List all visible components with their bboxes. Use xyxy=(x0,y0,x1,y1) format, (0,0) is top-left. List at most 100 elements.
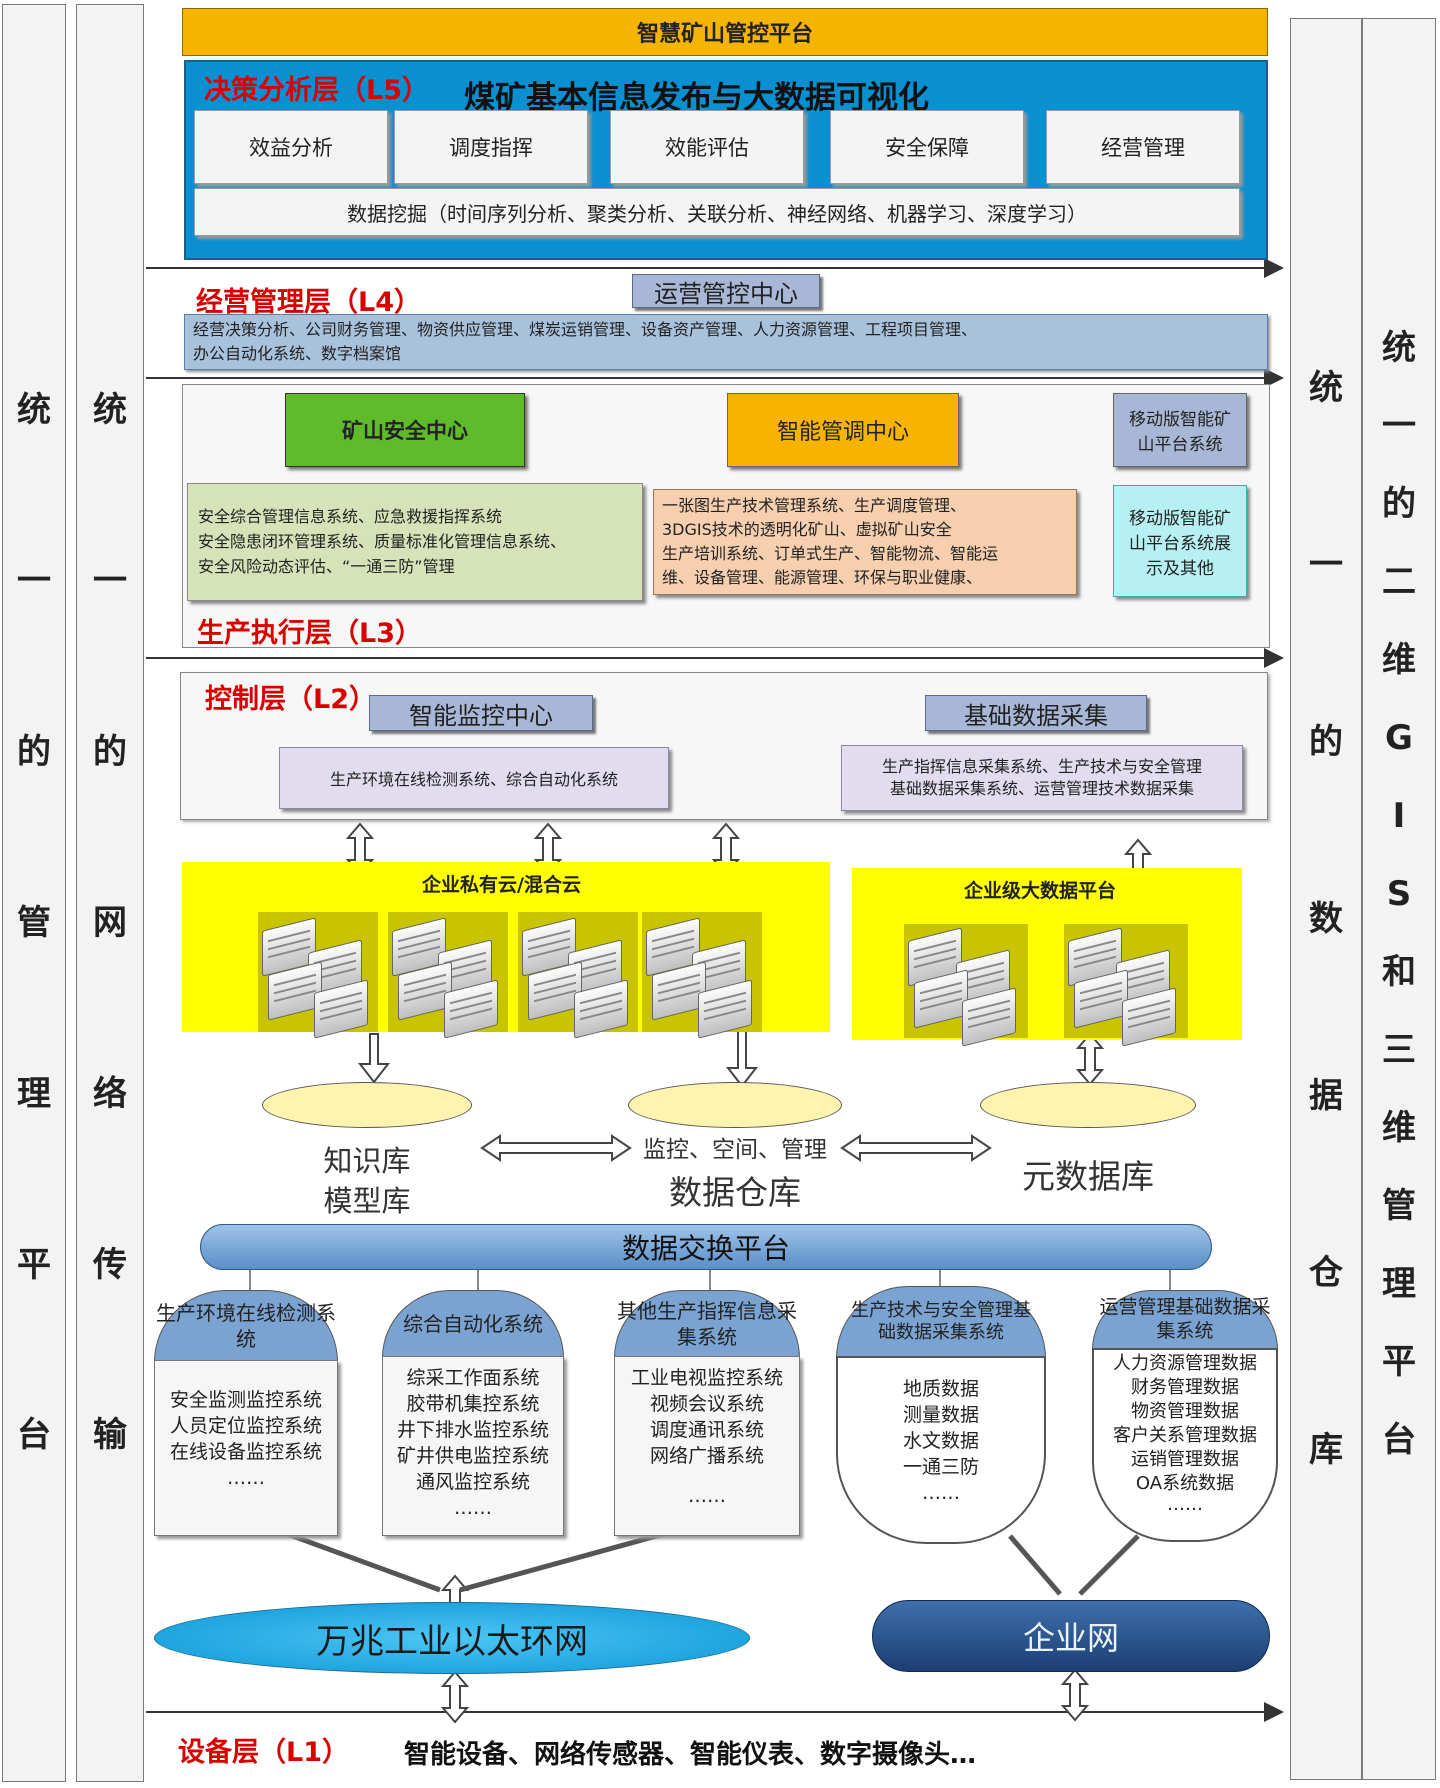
data-exchange-label: 数据交换平台 xyxy=(621,1232,790,1265)
knowledge-db: 知识库 模型库 xyxy=(262,1082,472,1220)
layer-l5-label: 决策分析层（L5） xyxy=(204,75,429,106)
data-exchange-pipe: 数据交换平台 xyxy=(200,1224,1212,1270)
vchar: 二 xyxy=(1382,562,1416,602)
base-data-collect: 基础数据采集 xyxy=(925,695,1147,731)
layer-l3-panel: 矿山安全中心 智能管调中心 移动版智能矿山平台系统 安全综合管理信息系统、应急救… xyxy=(182,384,1270,649)
vchar: 理 xyxy=(1382,1264,1416,1304)
vchar: 平 xyxy=(17,1244,51,1285)
subsystem-env-monitor: 生产环境在线检测系统 安全监测监控系统 人员定位监控系统 在线设备监控系统 …… xyxy=(154,1290,338,1536)
layer-l2-label: 控制层（L2） xyxy=(205,684,376,715)
vchar: 台 xyxy=(1382,1420,1416,1460)
warehouse-label: 数据仓库 xyxy=(669,1173,801,1212)
vchar: 一 xyxy=(1382,406,1416,446)
vchar: 管 xyxy=(1382,1186,1416,1226)
vchar: 数 xyxy=(1309,898,1343,939)
subsystem-title: 生产技术与安全管理基础数据采集系统 xyxy=(836,1286,1046,1358)
dispatch-systems: 一张图生产技术管理系统、生产调度管理、 3DGIS技术的透明化矿山、虚拟矿山安全… xyxy=(653,489,1077,595)
vchar: 据 xyxy=(1309,1076,1343,1117)
server-cluster-icon xyxy=(388,912,508,1039)
metadata-label: 元数据库 xyxy=(1022,1157,1154,1196)
vchar: 的 xyxy=(17,732,51,773)
safety-center: 矿山安全中心 xyxy=(285,393,525,467)
dispatch-center: 智能管调中心 xyxy=(727,393,959,467)
subsystem-title: 综合自动化系统 xyxy=(382,1290,564,1358)
right-column-gis-platform: 统 一 的 二 维 G I S 和 三 维 管 理 平 台 xyxy=(1362,18,1436,1780)
vchar: 络 xyxy=(93,1073,127,1114)
server-cluster-icon xyxy=(518,912,638,1039)
layer-l5-panel: 决策分析层（L5） 煤矿基本信息发布与大数据可视化 效益分析 调度指挥 效能评估… xyxy=(184,60,1268,260)
vchar: 管 xyxy=(17,902,51,943)
vchar: 的 xyxy=(1382,484,1416,524)
l1-devices: 智能设备、网络传感器、智能仪表、数字摄像头… xyxy=(404,1740,977,1770)
monitor-center: 智能监控中心 xyxy=(369,695,593,731)
platform-banner: 智慧矿山管控平台 xyxy=(182,8,1268,56)
subsystem-title: 其他生产指挥信息采集系统 xyxy=(614,1290,800,1358)
private-cloud: 企业私有云/混合云 xyxy=(182,862,830,1039)
layer-l3-label: 生产执行层（L3） xyxy=(197,618,422,649)
l4-ops-center: 运营管控中心 xyxy=(632,274,820,308)
left-column-management: 统 一 的 管 理 平 台 xyxy=(2,4,66,1782)
vchar: 统 xyxy=(1309,367,1343,408)
enterprise-network-label: 企业网 xyxy=(1022,1619,1119,1657)
model-db-label: 模型库 xyxy=(323,1184,411,1218)
mobile-display: 移动版智能矿山平台系统展示及其他 xyxy=(1113,485,1247,597)
vchar: 输 xyxy=(93,1415,127,1456)
bigdata-platform-label: 企业级大数据平台 xyxy=(964,880,1117,902)
l4-systems-line2: 办公自动化系统、数字档案馆 xyxy=(193,344,402,363)
industrial-ethernet-label: 万兆工业以太环网 xyxy=(316,1621,588,1662)
bigdata-platform: 企业级大数据平台 xyxy=(852,868,1242,1047)
enterprise-network: 企业网 xyxy=(872,1600,1270,1672)
industrial-ethernet: 万兆工业以太环网 xyxy=(154,1602,750,1674)
data-warehouse-db: 监控、空间、管理 数据仓库 xyxy=(628,1082,842,1220)
subsystem-command-info: 其他生产指挥信息采集系统 工业电视监控系统 视频会议系统 调度通讯系统 网络广播… xyxy=(614,1290,800,1536)
subsystem-title: 运营管理基础数据采集系统 xyxy=(1092,1290,1278,1350)
safety-systems: 安全综合管理信息系统、应急救援指挥系统 安全隐患闭环管理系统、质量标准化管理信息… xyxy=(187,483,643,601)
l5-item-dispatch: 调度指挥 xyxy=(394,110,588,184)
vchar: 统 xyxy=(17,390,51,431)
vchar: 的 xyxy=(93,732,127,773)
vchar: 理 xyxy=(17,1073,51,1114)
collect-systems: 生产指挥信息采集系统、生产技术与安全管理 基础数据采集系统、运营管理技术数据采集 xyxy=(841,745,1243,811)
l5-item-operations: 经营管理 xyxy=(1046,110,1240,184)
vchar: S xyxy=(1386,874,1412,914)
l4-systems-line1: 经营决策分析、公司财务管理、物资供应管理、煤炭运销管理、设备资产管理、人力资源管… xyxy=(193,320,978,339)
vchar: 和 xyxy=(1382,952,1416,992)
server-cluster-icon xyxy=(258,912,378,1039)
vchar: 统 xyxy=(93,390,127,431)
l5-item-efficiency: 效能评估 xyxy=(610,110,804,184)
mobile-platform: 移动版智能矿山平台系统 xyxy=(1113,393,1247,467)
vchar: 维 xyxy=(1382,640,1416,680)
subsystem-title: 生产环境在线检测系统 xyxy=(154,1290,338,1362)
subsystem-automation: 综合自动化系统 综采工作面系统 胶带机集控系统 井下排水监控系统 矿井供电监控系… xyxy=(382,1290,564,1536)
vchar: 传 xyxy=(93,1244,127,1285)
vchar: 一 xyxy=(93,561,127,602)
monitor-systems: 生产环境在线检测系统、综合自动化系统 xyxy=(279,747,669,809)
vchar: 一 xyxy=(1309,544,1343,585)
server-cluster-icon xyxy=(1064,924,1188,1047)
l5-data-mining: 数据挖掘（时间序列分析、聚类分析、关联分析、神经网络、机器学习、深度学习） xyxy=(194,188,1240,236)
vchar: 台 xyxy=(17,1415,51,1456)
left-column-network: 统 一 的 网 络 传 输 xyxy=(76,4,144,1782)
vchar: 平 xyxy=(1382,1342,1416,1382)
knowledge-db-label: 知识库 xyxy=(323,1144,411,1178)
layer-l1-label: 设备层（L1） xyxy=(178,1737,349,1768)
vchar: 的 xyxy=(1309,721,1343,762)
metadata-db: 元数据库 xyxy=(980,1082,1196,1220)
vchar: 一 xyxy=(17,561,51,602)
server-cluster-icon xyxy=(904,924,1028,1047)
warehouse-subtitle: 监控、空间、管理 xyxy=(643,1137,827,1163)
subsystem-tech-safety-data: 生产技术与安全管理基础数据采集系统 地质数据 测量数据 水文数据 一通三防 …… xyxy=(836,1286,1046,1544)
vchar: 仓 xyxy=(1309,1253,1343,1294)
private-cloud-label: 企业私有云/混合云 xyxy=(422,874,581,896)
vchar: G xyxy=(1385,718,1413,758)
vchar: 维 xyxy=(1382,1108,1416,1148)
layer-l2-panel: 控制层（L2） 智能监控中心 基础数据采集 生产环境在线检测系统、综合自动化系统… xyxy=(180,672,1268,820)
platform-title: 智慧矿山管控平台 xyxy=(636,22,813,47)
vchar: 网 xyxy=(93,902,127,943)
vchar: 三 xyxy=(1382,1030,1416,1070)
right-column-data-warehouse: 统 一 的 数 据 仓 库 xyxy=(1290,18,1362,1780)
vchar: 库 xyxy=(1309,1430,1343,1471)
layer-l4-label: 经营管理层（L4） xyxy=(196,287,421,318)
l5-item-benefit: 效益分析 xyxy=(194,110,388,184)
vchar: I xyxy=(1392,796,1406,836)
